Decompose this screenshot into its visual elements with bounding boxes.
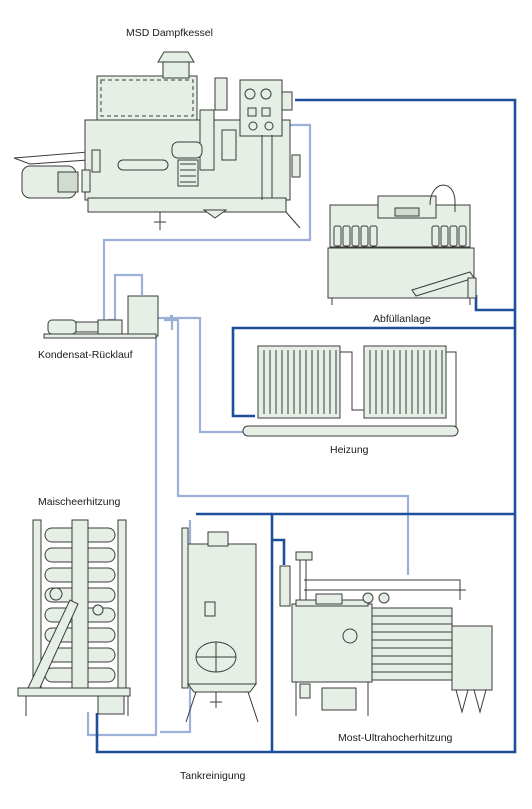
mash-heating-label: Maischeerhitzung xyxy=(38,496,120,508)
bottling-plant: Abfüllanlage xyxy=(327,184,477,325)
steam-boiler-label: MSD Dampfkessel xyxy=(126,27,213,39)
must-uht-system: Most-Ultrahocherhitzung xyxy=(279,551,493,744)
mash-heating: Maischeerhitzung xyxy=(17,496,131,716)
steam-boiler xyxy=(13,51,301,230)
heating-label: Heizung xyxy=(330,444,369,456)
storage-tank xyxy=(181,527,259,723)
condensate-return-label: Kondensat-Rücklauf xyxy=(38,349,133,361)
supply-pipes xyxy=(95,98,517,754)
return-pipes xyxy=(86,123,410,737)
condensate-return-unit: Kondensat-Rücklauf xyxy=(38,295,159,361)
heating-radiators: Heizung xyxy=(242,345,459,456)
bottling-label: Abfüllanlage xyxy=(373,313,431,325)
tank-cleaning-label: Tankreinigung xyxy=(180,770,246,782)
must-uht-label: Most-Ultrahocherhitzung xyxy=(338,732,453,744)
